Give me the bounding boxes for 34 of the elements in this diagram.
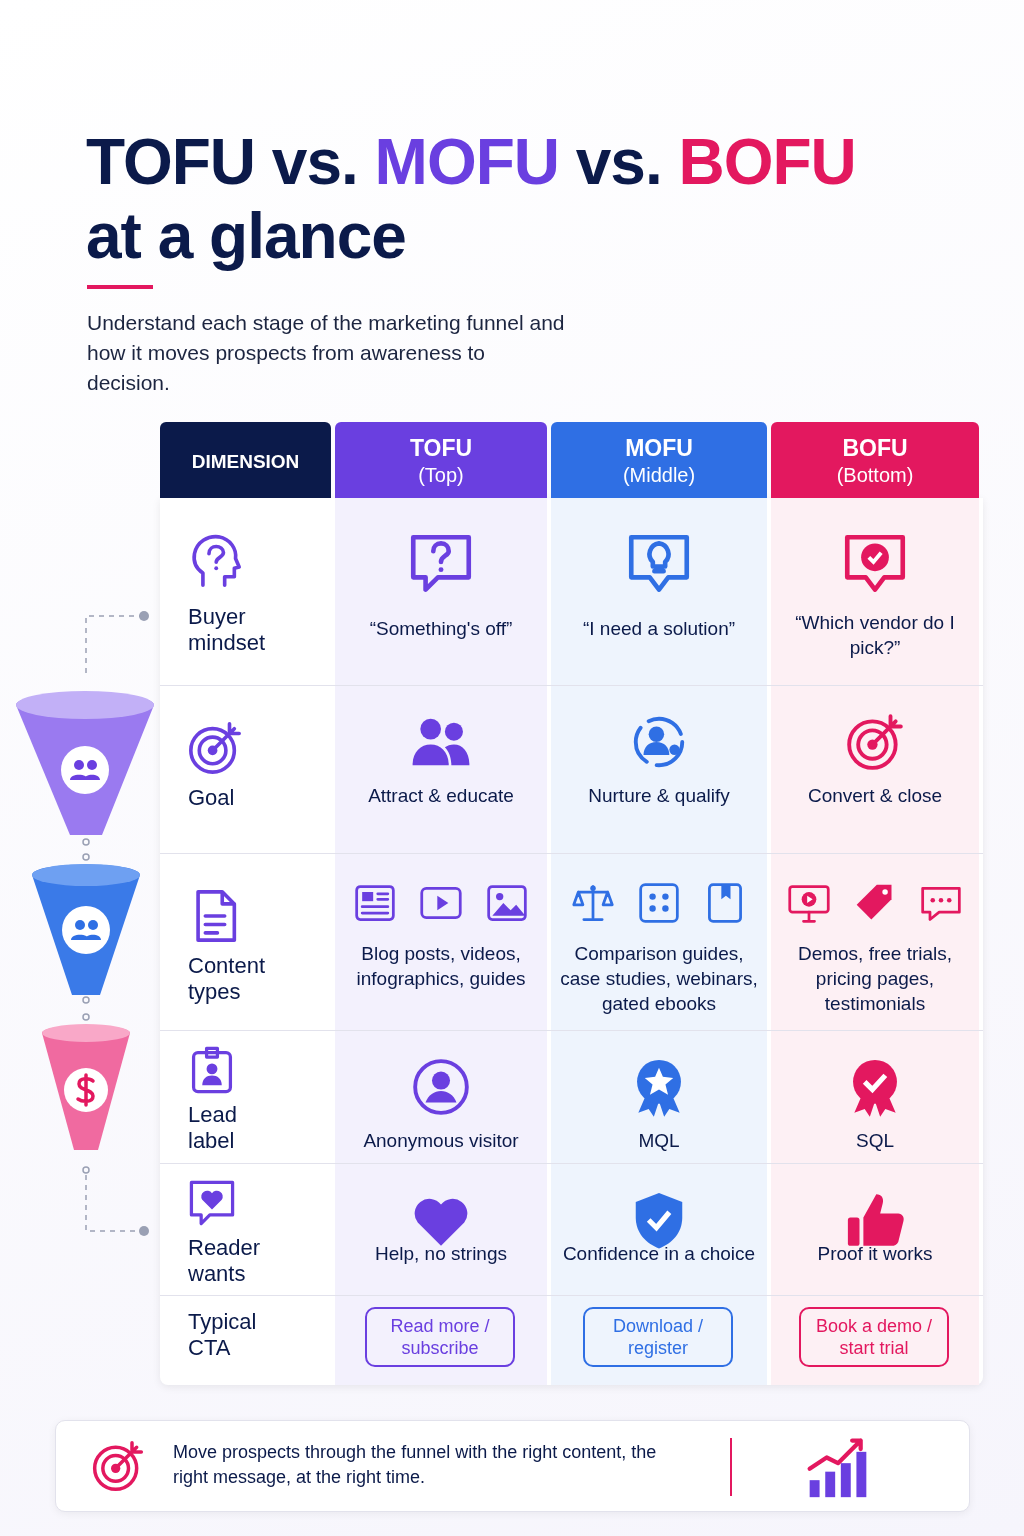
cell-text: Attract & educate (367, 784, 515, 808)
footer-text: Move prospects through the funnel with the right content, the right message, at the right time. (173, 1441, 658, 1489)
cell-text: Blog posts, videos, infographics, guides (355, 942, 527, 991)
cell-text: “Something's off” (368, 617, 514, 641)
cell-text: Nurture & qualify (587, 784, 731, 808)
header-text: BOFU (841, 436, 909, 461)
cell-text: SQL (855, 1129, 895, 1153)
cell-text: Help, no strings (374, 1242, 508, 1266)
cell-text: MQL (637, 1129, 681, 1153)
row-label: Typical CTA (188, 1309, 258, 1361)
header-text: DIMENSION (190, 450, 301, 474)
cell-text: Convert & close (806, 784, 944, 808)
header-subtext: (Middle) (621, 463, 697, 488)
heading: TOFU vs. MOFU vs. BOFU at a glance (86, 125, 857, 273)
cta-button: Read more / subscribe (365, 1307, 515, 1367)
row-label: Buyer mindset (188, 604, 267, 656)
subtitle: Understand each stage of the marketing funnel and how it moves prospects from awareness to decision. (87, 310, 566, 396)
cell-text: “I need a solution” (581, 617, 737, 641)
cell-text: Proof it works (816, 1242, 934, 1266)
cell-text: Comparison guides, case studies, webinars, gated ebooks (559, 942, 759, 1016)
row-label: Lead label (188, 1102, 238, 1154)
row-label: Reader wants (188, 1235, 262, 1287)
header-subtext: (Bottom) (835, 463, 915, 488)
cta-button: Book a demo / start trial (799, 1307, 949, 1367)
cta-button: Download / register (583, 1307, 733, 1367)
row-label: Goal (188, 785, 236, 811)
header-text: MOFU (624, 436, 694, 461)
header-subtext: (Top) (417, 463, 465, 488)
cell-text: Demos, free trials, pricing pages, testimonials (796, 942, 954, 1016)
row-label: Content types (188, 953, 267, 1005)
cell-text: “Which vendor do I pick?” (794, 611, 956, 660)
cell-text: Confidence in a choice (561, 1242, 757, 1266)
cell-text: Anonymous visitor (362, 1129, 520, 1153)
header-text: TOFU (408, 436, 474, 461)
